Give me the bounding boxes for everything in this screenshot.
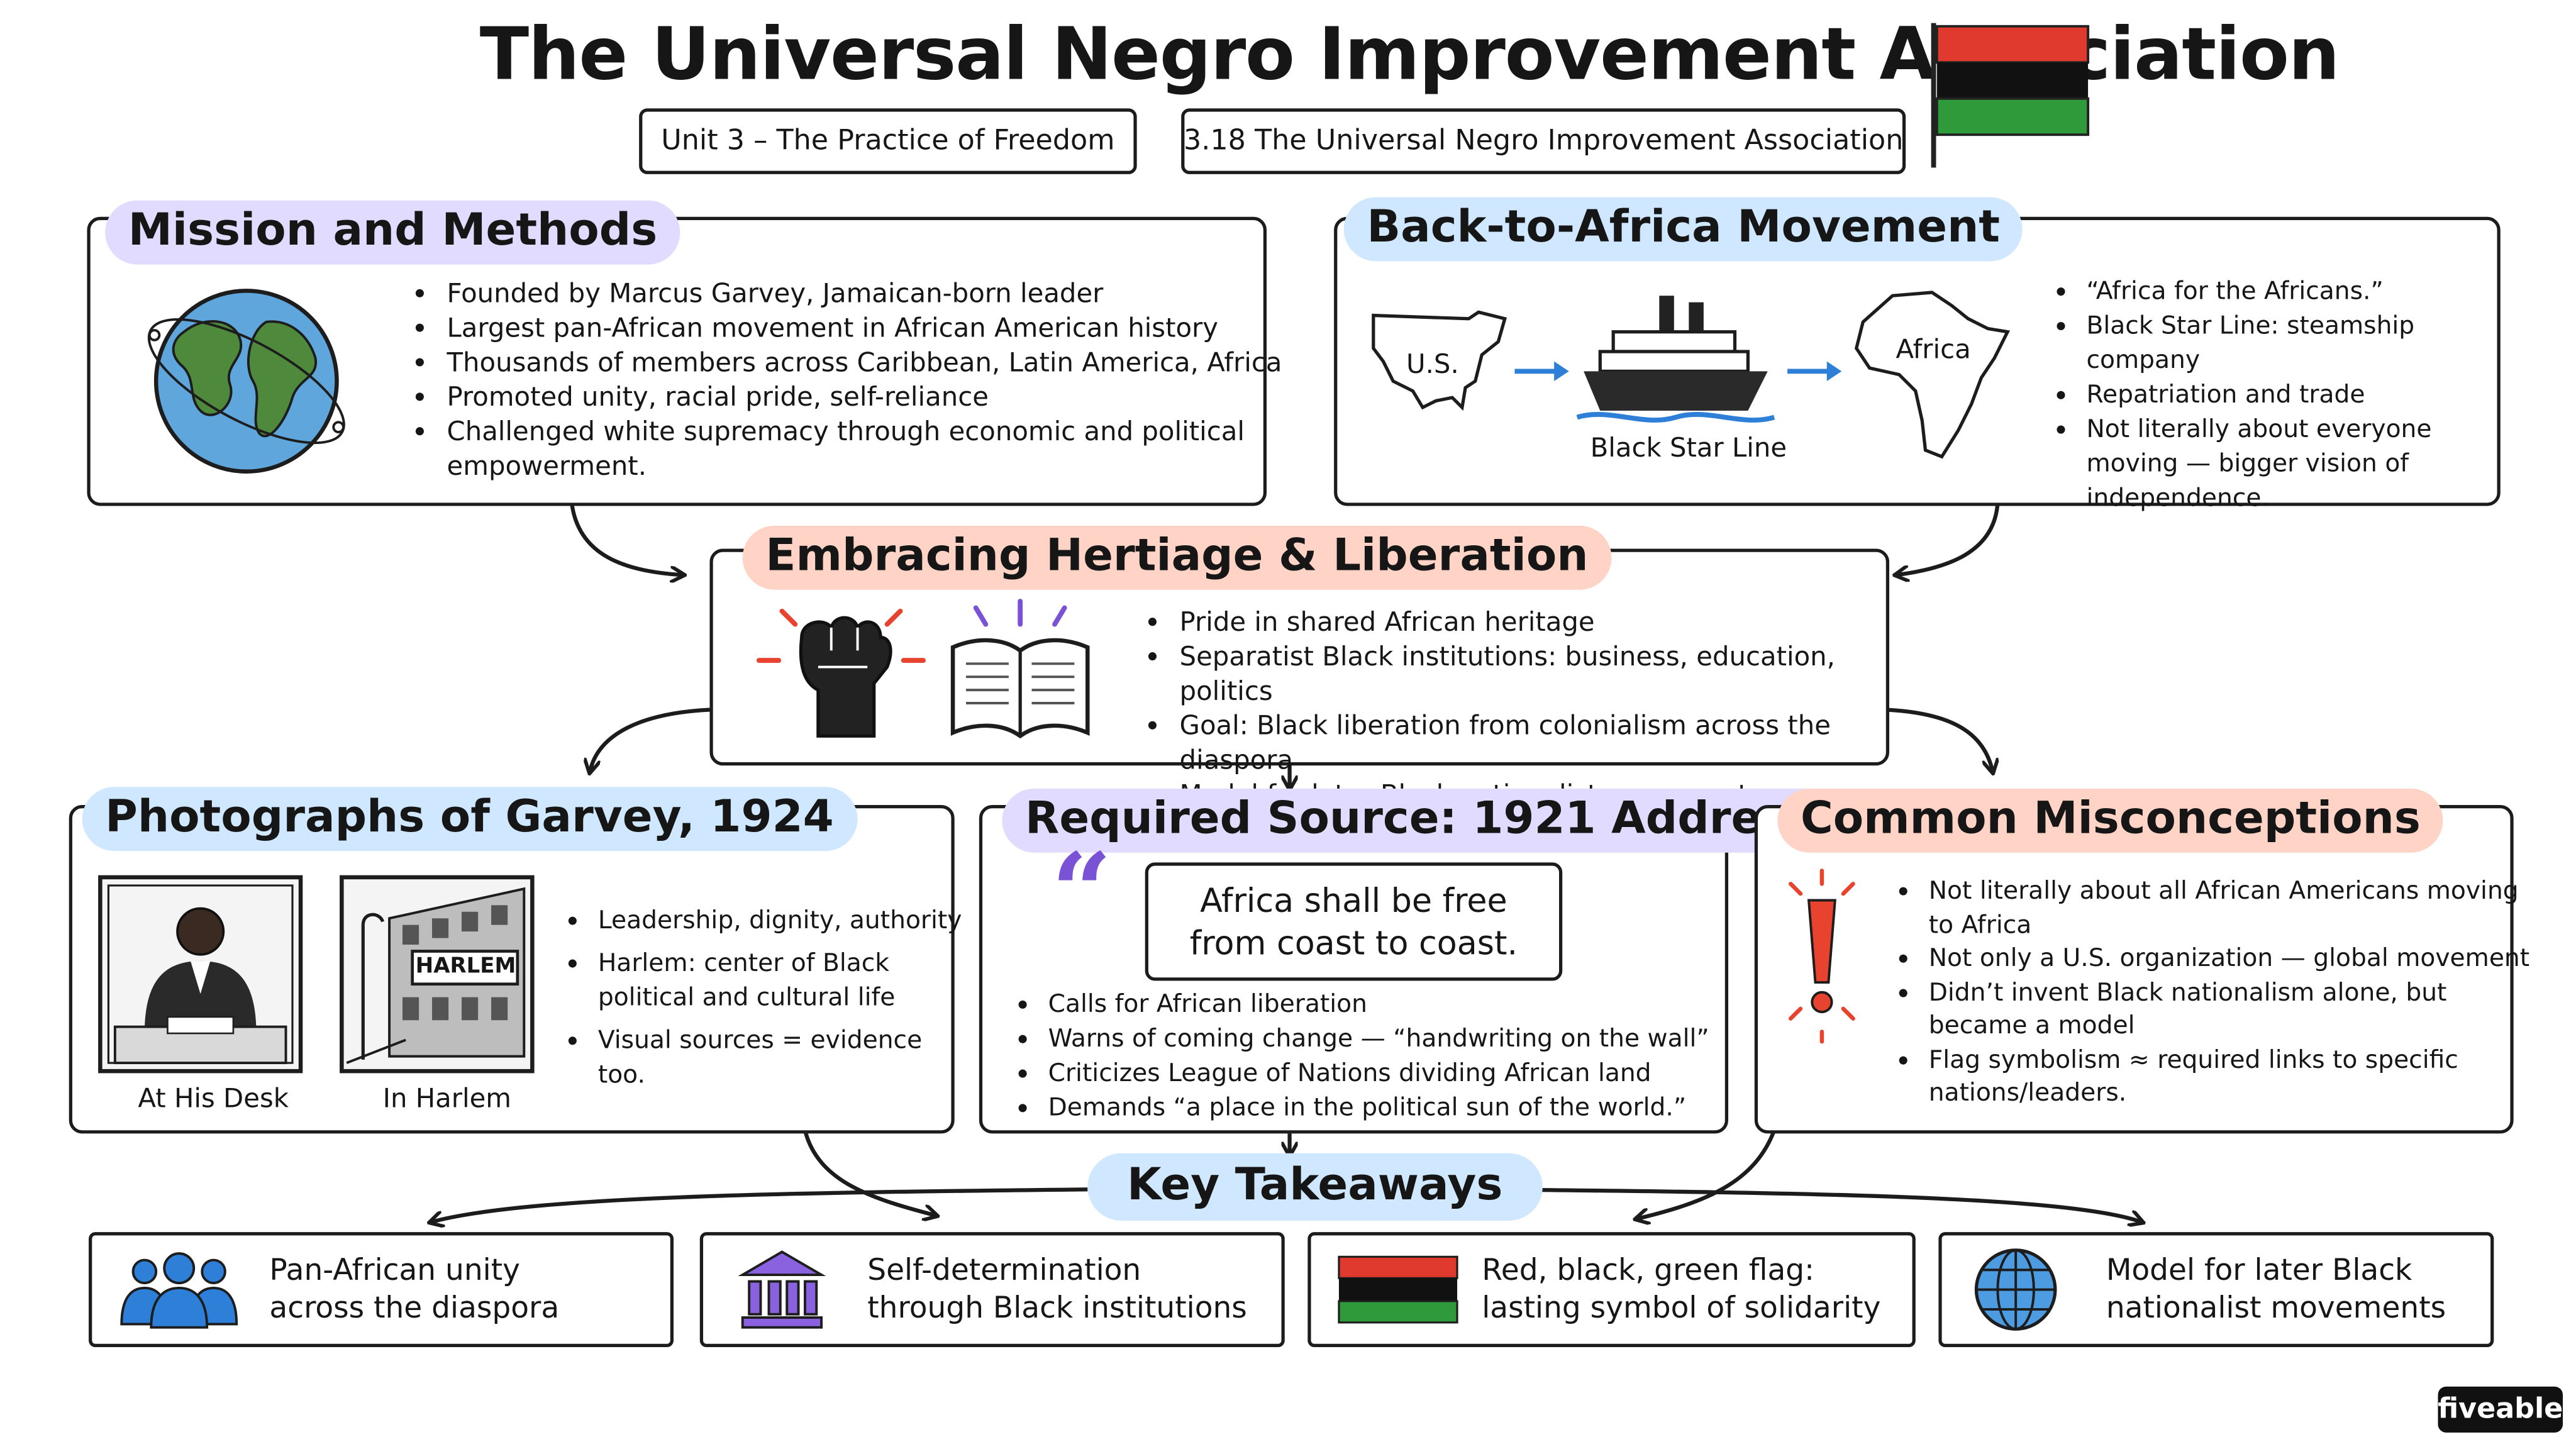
- quote-box: Africa shall be free from coast to coast…: [1145, 862, 1563, 981]
- quote-line: Africa shall be free: [1200, 880, 1507, 920]
- open-book-icon: [950, 599, 1090, 739]
- list-item: Thousands of members across Caribbean, L…: [443, 345, 1284, 380]
- raised-fist-icon: [756, 608, 926, 738]
- takeaway-card: Red, black, green flag: lasting symbol o…: [1307, 1232, 1916, 1348]
- harlem-sign: HARLEM: [415, 954, 516, 979]
- misconceptions-heading: Common Misconceptions: [1777, 788, 2444, 853]
- list-item: Goal: Black liberation from colonialism …: [1176, 708, 1915, 777]
- source-heading: Required Source: 1921 Address: [1002, 788, 1837, 853]
- steamship-icon: [1576, 296, 1775, 423]
- list-item: Visual sources = evidence too.: [595, 1023, 976, 1092]
- institution-building-icon: [738, 1250, 826, 1329]
- list-item: Not only a U.S. organization — global mo…: [1925, 941, 2533, 975]
- list-item: Pride in shared African heritage: [1176, 604, 1915, 639]
- topic-label: 3.18 The Universal Negro Improvement Ass…: [1181, 108, 1906, 174]
- list-item: Largest pan-African movement in African …: [443, 311, 1284, 345]
- list-item: Harlem: center of Black political and cu…: [595, 947, 976, 1016]
- list-item: Founded by Marcus Garvey, Jamaican-born …: [443, 276, 1284, 311]
- arrow-right-icon: [1787, 361, 1842, 382]
- fiveable-logo: fiveable: [2438, 1386, 2563, 1433]
- harlem-street-photo: [340, 875, 535, 1074]
- list-item: Repatriation and trade: [2083, 378, 2526, 413]
- heritage-bullets: Pride in shared African heritage Separat…: [1140, 604, 1916, 811]
- heritage-heading: Embracing Hertiage & Liberation: [742, 525, 1612, 590]
- flag-icon: [1338, 1255, 1458, 1324]
- pan-african-flag-icon: [1931, 23, 2090, 168]
- africa-label: Africa: [1896, 333, 1971, 365]
- garvey-desk-photo: [98, 875, 303, 1074]
- source-bullets: Calls for African liberation Warns of co…: [1009, 987, 1755, 1125]
- misconceptions-panel: [1754, 804, 2514, 1134]
- mission-bullets: Founded by Marcus Garvey, Jamaican-born …: [408, 276, 1285, 483]
- list-item: Criticizes League of Nations dividing Af…: [1045, 1057, 1754, 1091]
- list-item: Didn’t invent Black nationalism alone, b…: [1925, 975, 2533, 1042]
- list-item: Not literally about everyone moving — bi…: [2083, 413, 2526, 516]
- list-item: Not literally about all African American…: [1925, 874, 2533, 941]
- back-to-africa-bullets: “Africa for the Africans.” Black Star Li…: [2047, 274, 2527, 516]
- quote-mark-icon: “: [1051, 831, 1112, 955]
- list-item: Promoted unity, racial pride, self-relia…: [443, 379, 1284, 414]
- takeaway-card: Pan-African unity across the diaspora: [89, 1232, 674, 1348]
- takeaway-line: Model for later Black: [2106, 1253, 2412, 1288]
- source-panel: [979, 804, 1729, 1134]
- photos-bullets: Leadership, dignity, authority Harlem: c…: [558, 904, 975, 1092]
- africa-map-icon: [1854, 291, 2011, 459]
- takeaway-line: Red, black, green flag:: [1482, 1253, 1815, 1288]
- arrow-right-icon: [1514, 361, 1569, 382]
- photos-heading: Photographs of Garvey, 1924: [82, 787, 857, 852]
- list-item: Demands “a place in the political sun of…: [1045, 1091, 1754, 1126]
- takeaway-line: across the diaspora: [269, 1291, 560, 1326]
- us-map-icon: [1372, 310, 1507, 411]
- back-to-africa-heading: Back-to-Africa Movement: [1343, 197, 2023, 262]
- misconceptions-bullets: Not literally about all African American…: [1889, 874, 2533, 1110]
- list-item: Warns of coming change — “handwriting on…: [1045, 1022, 1754, 1057]
- list-item: Flag symbolism ≈ required links to speci…: [1925, 1042, 2533, 1109]
- takeaway-line: Pan-African unity: [269, 1253, 520, 1288]
- harlem-caption: In Harlem: [382, 1082, 512, 1114]
- takeaway-line: nationalist movements: [2106, 1291, 2446, 1326]
- people-group-icon: [120, 1252, 238, 1329]
- list-item: Leadership, dignity, authority: [595, 904, 976, 938]
- list-item: Separatist Black institutions: business,…: [1176, 639, 1915, 708]
- quote-line: from coast to coast.: [1189, 923, 1518, 963]
- list-item: Challenged white supremacy through econo…: [443, 414, 1284, 483]
- exclamation-icon: [1789, 869, 1855, 1044]
- list-item: Black Star Line: steamship company: [2083, 309, 2526, 378]
- list-item: “Africa for the Africans.”: [2083, 274, 2526, 309]
- takeaway-line: through Black institutions: [867, 1291, 1247, 1326]
- takeaway-line: lasting symbol of solidarity: [1482, 1291, 1881, 1326]
- ship-caption: Black Star Line: [1590, 432, 1787, 464]
- globe-icon: [147, 289, 345, 474]
- mission-heading: Mission and Methods: [105, 200, 680, 265]
- desk-caption: At His Desk: [138, 1082, 289, 1114]
- takeaways-heading: Key Takeaways: [1087, 1153, 1543, 1221]
- globe-grid-icon: [1974, 1248, 2057, 1331]
- takeaway-card: Self-determination through Black institu…: [699, 1232, 1285, 1348]
- unit-label: Unit 3 – The Practice of Freedom: [639, 108, 1137, 174]
- us-label: U.S.: [1406, 348, 1459, 380]
- takeaway-card: Model for later Black nationalist moveme…: [1938, 1232, 2494, 1348]
- takeaway-line: Self-determination: [867, 1253, 1141, 1288]
- list-item: Calls for African liberation: [1045, 987, 1754, 1022]
